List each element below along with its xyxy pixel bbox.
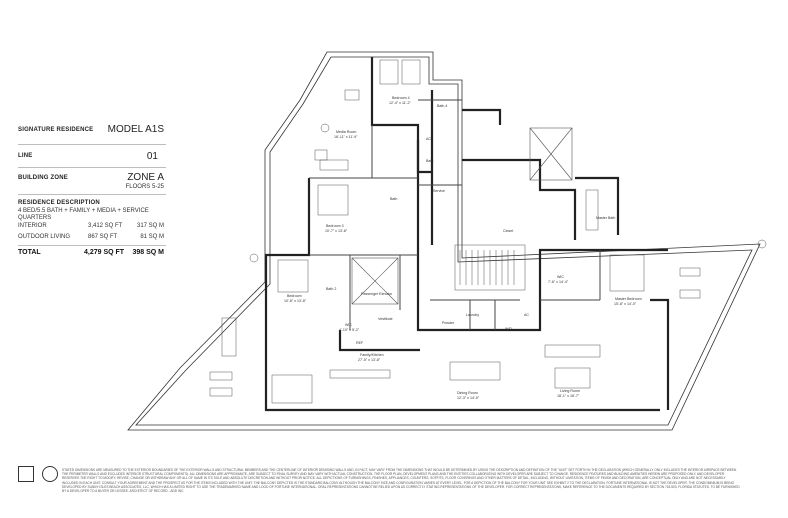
description-label: RESIDENCE DESCRIPTION xyxy=(18,200,100,206)
room-living: Living Room xyxy=(560,389,580,393)
outdoor-label: OUTDOOR LIVING xyxy=(18,234,71,240)
lounge-chair-1 xyxy=(679,267,701,277)
floors-value: FLOORS 5-25 xyxy=(125,184,164,190)
chair-outdoor-2 xyxy=(314,149,328,161)
room-dining: Dining Room xyxy=(457,391,478,395)
bed-master xyxy=(609,254,645,292)
room-laundry: Laundry xyxy=(466,313,479,317)
planter-1 xyxy=(320,123,330,133)
lounge-chair-3 xyxy=(209,371,233,381)
room-wic-master: WIC xyxy=(557,275,564,279)
stair xyxy=(454,244,526,291)
chair-outdoor-1 xyxy=(344,89,360,101)
description-block: RESIDENCE DESCRIPTION 4 BED/5.5 BATH + F… xyxy=(18,195,166,259)
line-label: LINE xyxy=(18,153,33,159)
bed-bedroom4-b xyxy=(401,59,421,85)
living-table xyxy=(554,367,591,389)
room-master-bath: Master Bath xyxy=(596,216,615,220)
furniture xyxy=(209,59,767,404)
zone-value: ZONE A xyxy=(127,172,164,183)
total-sqft: 4,279 SQ FT xyxy=(84,249,125,256)
room-elevator: Passenger Elevator xyxy=(361,292,393,296)
family-sofa xyxy=(271,374,313,404)
zone-row: BUILDING ZONE ZONE A FLOORS 5-25 xyxy=(18,168,166,195)
bed-bedroom4 xyxy=(379,59,399,85)
room-bath4: Bath 4 xyxy=(437,104,447,108)
equal-housing-icon xyxy=(18,466,34,482)
room-bedroom4: Bedroom 4 xyxy=(392,96,410,100)
room-ac: AC xyxy=(426,137,431,141)
model-row: SIGNATURE RESIDENCE MODEL A1S xyxy=(18,122,166,145)
balcony-outline xyxy=(127,51,761,431)
room-wic-master-dim: 7'-6" x 14'-4" xyxy=(548,280,569,284)
planter-3 xyxy=(757,239,767,249)
living-sofa xyxy=(544,344,601,358)
room-family-dim: 27'-5" x 13'-8" xyxy=(358,358,381,362)
spec-table: SIGNATURE RESIDENCE MODEL A1S LINE 01 BU… xyxy=(18,122,166,259)
tub-master xyxy=(585,189,599,231)
interior-sqm: 317 SQ M xyxy=(136,223,164,229)
room-bedroom4-dim: 12'-4" x 11'-2" xyxy=(389,101,412,105)
room-vestibule: Vestibule xyxy=(378,317,393,321)
line-row: LINE 01 xyxy=(18,145,166,168)
bed-bedroom2 xyxy=(277,259,309,293)
brand-logo-icon xyxy=(42,466,58,482)
room-ref: REF xyxy=(356,341,364,345)
lounge-chair-4 xyxy=(209,387,233,397)
room-bedroom2-dim: 10'-8" x 13'-8" xyxy=(284,299,307,303)
total-sqm: 398 SQ M xyxy=(132,249,164,256)
outdoor-sqm: 81 SQ M xyxy=(140,234,164,240)
room-labels: Bedroom 4 12'-4" x 11'-2" Bath 4 Media R… xyxy=(284,96,642,400)
total-label: TOTAL xyxy=(18,249,41,256)
model-value: MODEL A1S xyxy=(107,124,164,135)
dining-table-left xyxy=(221,317,237,357)
family-island xyxy=(329,369,391,379)
bed-bedroom3 xyxy=(317,184,349,216)
room-wd: W/D xyxy=(505,327,512,331)
planter-2 xyxy=(249,253,259,263)
room-wic-a: WIC xyxy=(345,323,352,327)
room-media: Media Room xyxy=(336,130,356,134)
zone-label: BUILDING ZONE xyxy=(18,175,68,181)
room-living-dim: 18'-1" x 16'-7" xyxy=(557,394,580,398)
interior-sqft: 3,412 SQ FT xyxy=(88,223,123,229)
room-family: Family/Kitchen xyxy=(360,353,384,357)
legal-disclaimer: STATED DIMENSIONS ARE MEASURED TO THE EX… xyxy=(62,468,740,494)
room-master-bed-dim: 15'-8" x 14'-0" xyxy=(614,302,637,306)
room-bedroom2: Bedroom xyxy=(287,294,302,298)
room-powder: Powder xyxy=(442,321,455,325)
outdoor-row: OUTDOOR LIVING 867 SQ FT 81 SQ M xyxy=(18,234,166,246)
room-service: Service xyxy=(433,189,445,193)
room-closet: Closet xyxy=(503,229,513,233)
line-value: 01 xyxy=(146,151,158,162)
outdoor-sqft: 867 SQ FT xyxy=(88,234,118,240)
description-value: 4 BED/5.5 BATH + FAMILY + MEDIA + SERVIC… xyxy=(18,208,149,221)
total-row: TOTAL 4,279 SQ FT 398 SQ M xyxy=(18,249,166,259)
room-bath2: Bath 2 xyxy=(326,287,336,291)
room-bedroom3: Bedroom 3 xyxy=(326,224,344,228)
interior-row: INTERIOR 3,412 SQ FT 317 SQ M xyxy=(18,223,166,232)
interior-label: INTERIOR xyxy=(18,223,47,229)
room-media-dim: 16'-11" x 11'-9" xyxy=(334,135,358,139)
room-bath3: Bath xyxy=(390,197,397,201)
lounge-chair-2 xyxy=(679,289,701,299)
signature-label: SIGNATURE RESIDENCE xyxy=(18,127,94,133)
elevator-shaft xyxy=(351,127,573,305)
room-wic-a-dim: 4'-10" x 5'-2" xyxy=(339,328,360,332)
dining-table xyxy=(449,361,501,381)
room-dining-dim: 12'-3" x 14'-0" xyxy=(457,396,480,400)
room-ac2: AC xyxy=(524,313,529,317)
room-bedroom3-dim: 10'-7" x 13'-8" xyxy=(325,229,348,233)
walls xyxy=(264,57,670,412)
room-bath-service: Bath xyxy=(426,159,433,163)
sofa-media xyxy=(319,159,349,171)
room-master-bed: Master Bedroom xyxy=(615,297,642,301)
partitions xyxy=(309,99,601,330)
